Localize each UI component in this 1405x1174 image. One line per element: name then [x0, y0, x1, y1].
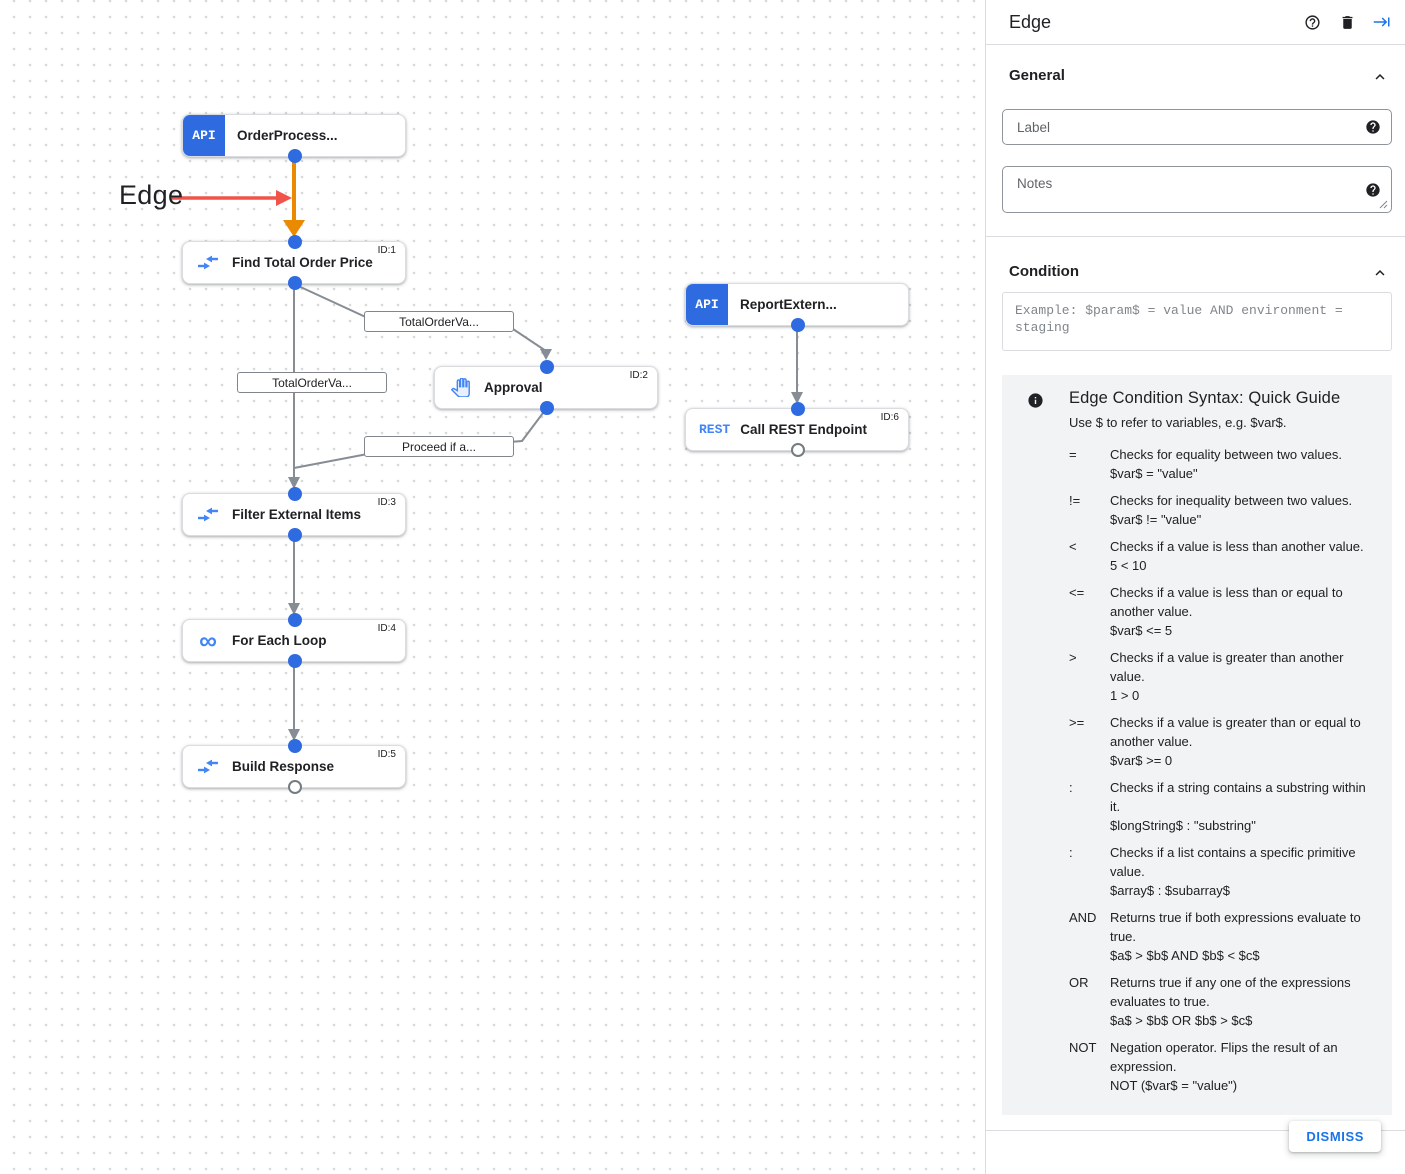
condition-field-wrapper: [1002, 292, 1392, 351]
guide-row: <=Checks if a value is less than or equa…: [1069, 585, 1343, 638]
resize-handle-icon[interactable]: [1379, 200, 1388, 209]
guide-row: >=Checks if a value is greater than or e…: [1069, 715, 1361, 768]
help-icon[interactable]: [1365, 182, 1381, 198]
node-id-tag: ID:1: [377, 245, 396, 256]
node-report-extern[interactable]: API ReportExtern...: [685, 283, 909, 332]
help-icon[interactable]: [1303, 13, 1321, 31]
condition-syntax-guide: Edge Condition Syntax: Quick Guide Use $…: [1002, 375, 1392, 1115]
port-out[interactable]: [288, 528, 302, 542]
node-approval[interactable]: Approval ID:2: [434, 360, 658, 415]
api-trigger-icon: API: [686, 284, 728, 325]
port-in[interactable]: [288, 487, 302, 501]
edge-label-main[interactable]: TotalOrderVa...: [237, 372, 387, 393]
help-icon[interactable]: [1365, 119, 1381, 135]
loop-infinity-icon: ∞: [199, 626, 217, 655]
node-find-total-order-price[interactable]: Find Total Order Price ID:1: [182, 235, 406, 290]
guide-row: :Checks if a string contains a substring…: [1069, 780, 1366, 833]
port-out[interactable]: [288, 276, 302, 290]
data-mapping-icon: [196, 507, 220, 522]
condition-input[interactable]: [1003, 293, 1391, 350]
rest-icon: REST: [699, 422, 731, 437]
label-field-wrapper: [1002, 109, 1392, 145]
section-condition-title[interactable]: Condition: [1009, 263, 1079, 280]
node-id-tag: ID:5: [377, 749, 396, 760]
node-id-tag: ID:6: [880, 412, 899, 423]
node-for-each-loop[interactable]: ∞ For Each Loop ID:4: [182, 613, 406, 668]
port-in[interactable]: [540, 360, 554, 374]
node-order-process[interactable]: API OrderProcess...: [182, 114, 406, 163]
arrowhead: [288, 603, 300, 615]
approval-hand-icon: [448, 378, 472, 397]
label-input[interactable]: [1003, 110, 1391, 144]
node-title: ReportExtern...: [740, 297, 837, 312]
edges-layer: [172, 158, 803, 741]
node-build-response[interactable]: Build Response ID:5: [182, 739, 406, 794]
guide-row: :Checks if a list contains a specific pr…: [1069, 845, 1356, 898]
port-in[interactable]: [791, 402, 805, 416]
info-icon: [1027, 392, 1044, 409]
node-id-tag: ID:4: [377, 623, 396, 634]
footer-divider: [986, 1130, 1405, 1131]
port-out[interactable]: [791, 318, 805, 332]
port-in[interactable]: [288, 613, 302, 627]
port-in[interactable]: [288, 235, 302, 249]
edge-label-from-approval[interactable]: Proceed if a...: [364, 436, 514, 457]
node-title: For Each Loop: [232, 633, 327, 648]
guide-row: !=Checks for inequality between two valu…: [1069, 493, 1353, 527]
guide-row: <Checks if a value is less than another …: [1069, 539, 1364, 573]
arrowhead: [540, 349, 552, 360]
panel-header: Edge: [986, 0, 1405, 45]
port-in[interactable]: [288, 739, 302, 753]
data-mapping-icon: [196, 759, 220, 774]
selected-edge-arrowhead: [283, 220, 305, 237]
edge-properties-panel: Edge General: [985, 0, 1405, 1174]
delete-icon[interactable]: [1338, 13, 1356, 31]
section-general-title[interactable]: General: [1009, 67, 1065, 84]
node-title: Build Response: [232, 759, 335, 774]
annotation-edge-label: Edge: [119, 180, 184, 210]
node-title: Call REST Endpoint: [740, 422, 867, 437]
dismiss-button[interactable]: DISMISS: [1289, 1121, 1381, 1152]
port-out-open[interactable]: [288, 780, 302, 794]
panel-title: Edge: [1009, 11, 1052, 32]
port-out-open[interactable]: [791, 443, 805, 457]
node-title: Find Total Order Price: [232, 255, 373, 270]
notes-field-wrapper: [1002, 166, 1392, 213]
node-title: OrderProcess...: [237, 128, 338, 143]
node-id-tag: ID:3: [377, 497, 396, 508]
node-filter-external-items[interactable]: Filter External Items ID:3: [182, 487, 406, 542]
arrowhead: [288, 729, 300, 741]
chevron-up-icon[interactable]: [1371, 68, 1389, 86]
notes-input[interactable]: [1003, 167, 1391, 212]
workflow-canvas[interactable]: Edge API OrderProcess... Find Total Orde…: [0, 0, 985, 1174]
chevron-up-icon[interactable]: [1371, 264, 1389, 282]
annotation-arrowhead: [276, 190, 292, 206]
port-out[interactable]: [288, 149, 302, 163]
guide-title: Edge Condition Syntax: Quick Guide: [1069, 389, 1341, 407]
node-title: Approval: [484, 380, 543, 395]
node-id-tag: ID:2: [629, 370, 648, 381]
collapse-panel-icon[interactable]: [1373, 13, 1391, 31]
edge-label-to-approval[interactable]: TotalOrderVa...: [364, 311, 514, 332]
api-trigger-icon: API: [183, 115, 225, 156]
port-out[interactable]: [288, 654, 302, 668]
arrowhead: [791, 392, 803, 404]
port-out[interactable]: [540, 401, 554, 415]
guide-row: =Checks for equality between two values.…: [1069, 447, 1342, 481]
arrowhead: [288, 477, 300, 489]
guide-subtitle: Use $ to refer to variables, e.g. $var$.: [1069, 415, 1287, 430]
section-divider: [986, 236, 1405, 237]
node-title: Filter External Items: [232, 507, 362, 522]
guide-row: >Checks if a value is greater than anoth…: [1069, 650, 1344, 703]
node-call-rest-endpoint[interactable]: REST Call REST Endpoint ID:6: [685, 402, 909, 457]
data-mapping-icon: [196, 255, 220, 270]
